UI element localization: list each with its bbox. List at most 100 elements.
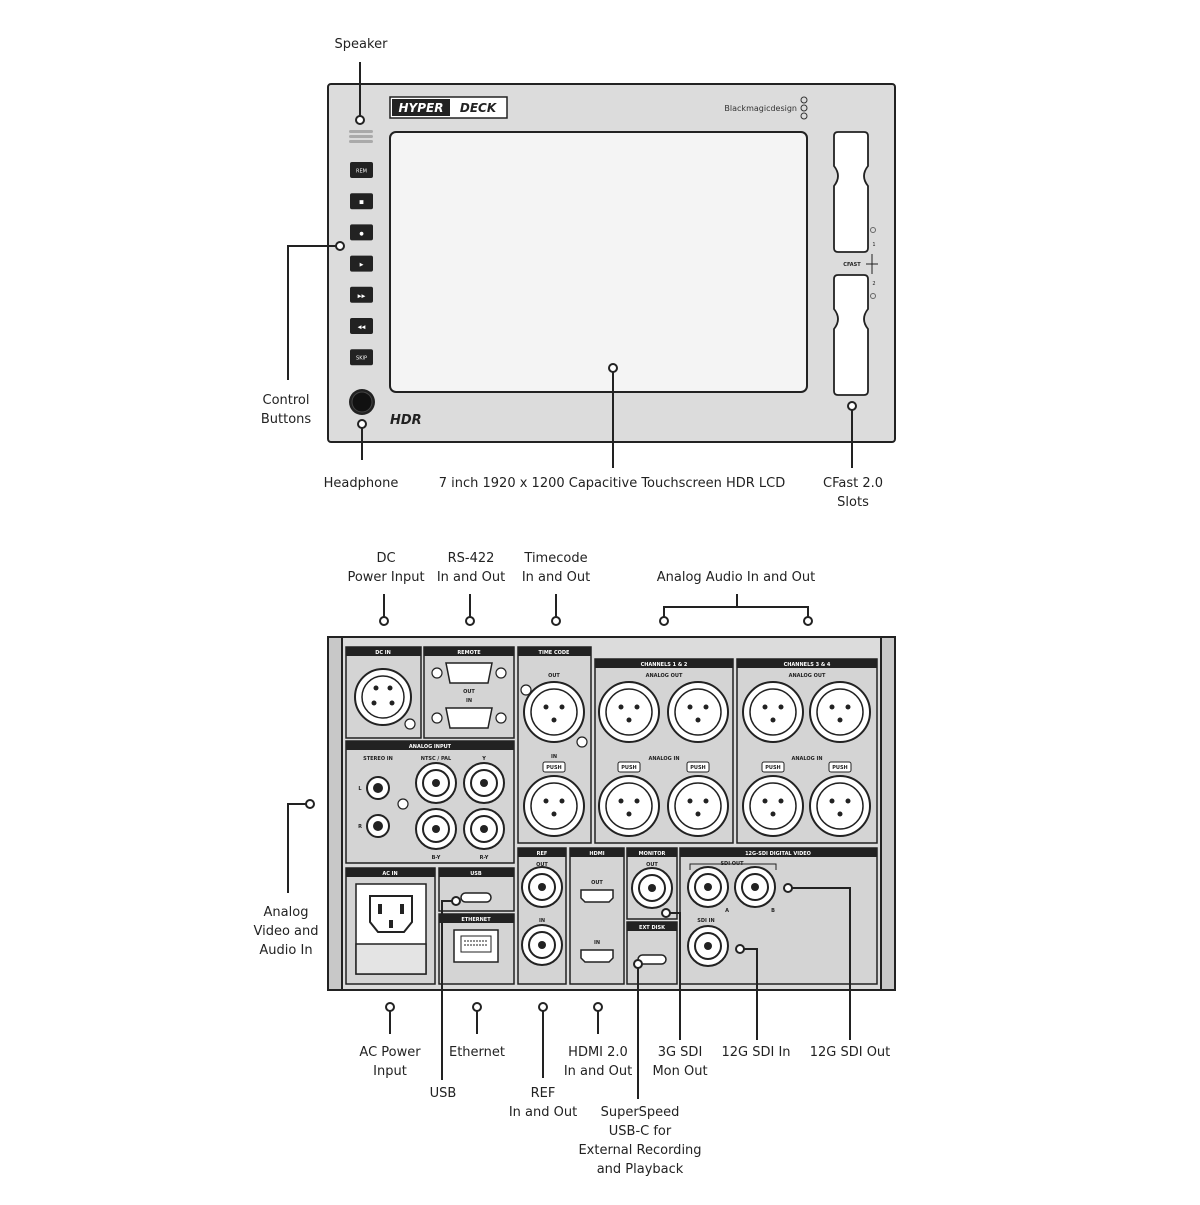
label-touchscreen: 7 inch 1920 x 1200 Capacitive Touchscree… (438, 476, 786, 491)
control-button-label: ● (359, 231, 364, 237)
remote-panel: REMOTE OUT IN (423, 646, 515, 739)
y-text: Y (481, 756, 486, 762)
ch12-push-1: PUSH (621, 765, 637, 771)
maker-text: Blackmagicdesign (724, 104, 797, 113)
control-button (350, 193, 373, 210)
usb-panel: USB (438, 867, 515, 912)
label-ref: REF In and Out (508, 1086, 578, 1120)
control-button-label: ▶ (360, 262, 364, 268)
channels-1-2-panel: CHANNELS 1 & 2 ANALOG OUT ANALOG IN PUSH… (594, 658, 734, 844)
headphone-jack (349, 389, 375, 415)
hdmi-out-text: OUT (591, 880, 603, 886)
monitor-title: MONITOR (639, 851, 666, 857)
cfast-text: CFAST (843, 262, 861, 268)
control-button-label: ▶▶ (358, 293, 366, 299)
control-button (350, 349, 373, 366)
channels-3-4-panel: CHANNELS 3 & 4 ANALOG OUT ANALOG IN PUSH… (736, 658, 878, 844)
sdi-a-text: A (725, 908, 729, 914)
usb-title: USB (470, 871, 482, 877)
ethernet-panel: ETHERNET (438, 913, 515, 985)
sdi-panel: 12G-SDI DIGITAL VIDEO SDI OUT A B SDI IN (679, 847, 878, 985)
front-panel: HYPER DECK Blackmagicdesign REM■●▶▶▶◀◀SK… (327, 83, 896, 443)
ch34-analog-out: ANALOG OUT (789, 673, 826, 679)
ch12-push-2: PUSH (690, 765, 706, 771)
sdi-in-text: SDI IN (697, 918, 714, 924)
slot-2-text: 2 (872, 281, 875, 287)
control-button (350, 318, 373, 334)
analog-input-title: ANALOG INPUT (409, 744, 452, 750)
label-speaker: Speaker (334, 37, 388, 52)
remote-out-text: OUT (463, 689, 475, 695)
control-button-label: SKIP (356, 356, 367, 362)
label-timecode: Timecode In and Out (521, 551, 591, 585)
ch34-analog-in: ANALOG IN (791, 756, 822, 762)
ch34-push-1: PUSH (765, 765, 781, 771)
label-analog-video-audio: Analog Video and Audio In (253, 905, 319, 958)
rear-callout-dots (305, 616, 813, 1012)
speaker-grille (349, 130, 373, 143)
tc-out-text: OUT (548, 673, 560, 679)
label-ac-power: AC Power Input (359, 1045, 421, 1079)
logo-text-b: DECK (460, 101, 498, 115)
label-control-buttons: Control Buttons (260, 393, 312, 427)
ch12-analog-out: ANALOG OUT (646, 673, 683, 679)
dc-in-title: DC IN (375, 650, 391, 656)
logo-text-a: HYPER (399, 101, 444, 115)
hyperdeck-logo: HYPER DECK (389, 96, 508, 119)
remote-in-text: IN (466, 698, 472, 704)
label-dc-power: DC Power Input (347, 551, 425, 585)
cfast-slots: CFAST 1 2 (833, 131, 878, 396)
timecode-panel: TIME CODE OUT IN PUSH (517, 646, 592, 844)
label-sdi-out: 12G SDI Out (809, 1045, 891, 1060)
ac-in-title: AC IN (382, 871, 397, 877)
r-text: R (358, 824, 362, 830)
ch12-title: CHANNELS 1 & 2 (641, 662, 688, 668)
hdmi-panel: HDMI OUT IN (569, 847, 625, 985)
control-button (350, 224, 373, 241)
control-button (350, 162, 373, 178)
remote-title: REMOTE (457, 650, 481, 656)
dc-in-panel: DC IN (345, 646, 422, 739)
hdmi-title: HDMI (589, 851, 604, 857)
label-sdi-mon: 3G SDI Mon Out (652, 1045, 708, 1079)
ref-out-text: OUT (536, 862, 548, 868)
mon-out-text: OUT (646, 862, 658, 868)
ntsc-pal-text: NTSC / PAL (421, 756, 452, 762)
control-button (350, 255, 373, 272)
ref-in-text: IN (539, 918, 545, 924)
tc-in-text: IN (551, 754, 557, 760)
ch12-analog-in: ANALOG IN (648, 756, 679, 762)
label-ethernet: Ethernet (449, 1045, 505, 1060)
label-cfast-slots: CFast 2.0 Slots (822, 476, 884, 510)
ac-in-panel: AC IN (345, 867, 436, 985)
ext-disk-title: EXT DISK (639, 925, 666, 931)
ref-title: REF (537, 851, 548, 857)
control-button-label: REM (356, 169, 367, 175)
stereo-in-text: STEREO IN (363, 756, 393, 762)
hdmi-in-text: IN (594, 940, 600, 946)
rear-leaders (287, 594, 851, 1099)
label-analog-audio: Analog Audio In and Out (656, 570, 816, 585)
label-superspeed: SuperSpeed USB-C for External Recording … (578, 1105, 702, 1177)
timecode-title: TIME CODE (539, 650, 570, 656)
label-hdmi: HDMI 2.0 In and Out (563, 1045, 633, 1079)
control-buttons: REM■●▶▶▶◀◀SKIP (350, 162, 373, 366)
sdi-title: 12G-SDI DIGITAL VIDEO (745, 851, 811, 857)
label-headphone: Headphone (323, 476, 399, 491)
slot-1-text: 1 (872, 242, 875, 248)
sdi-b-text: B (771, 908, 775, 914)
ext-disk-panel: EXT DISK (626, 921, 678, 985)
label-rs422: RS-422 In and Out (436, 551, 506, 585)
control-button-label: ◀◀ (358, 325, 366, 331)
maker-logo: Blackmagicdesign (724, 96, 808, 120)
analog-input-panel: ANALOG INPUT STEREO IN NTSC / PAL Y L R … (345, 740, 515, 864)
by-text: B-Y (432, 855, 441, 861)
ref-panel: REF OUT IN (517, 847, 567, 985)
label-sdi-in: 12G SDI In (721, 1045, 791, 1060)
front-callout-dots (335, 115, 857, 429)
front-leaders (287, 62, 853, 468)
tc-push-text: PUSH (546, 765, 562, 771)
touchscreen (389, 131, 808, 393)
